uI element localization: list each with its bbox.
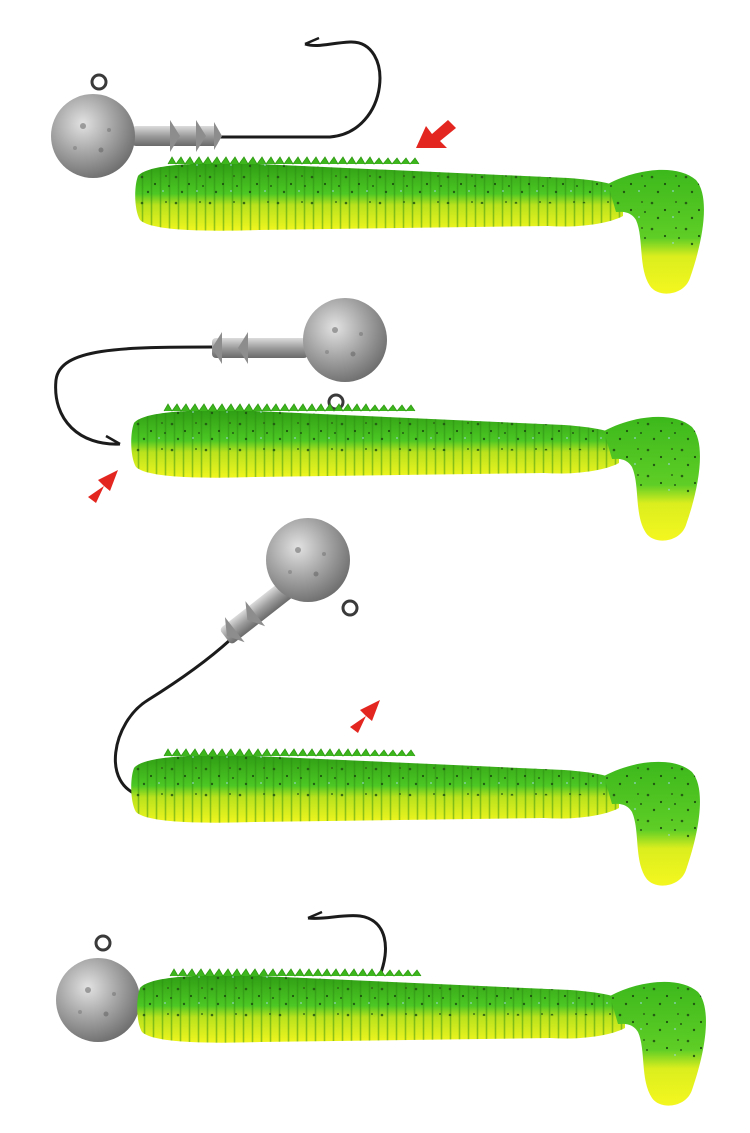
arrow-icon xyxy=(350,700,380,733)
line-eye xyxy=(341,599,359,617)
collar xyxy=(212,332,308,364)
swimbait xyxy=(134,156,706,295)
arrow-icon xyxy=(416,120,456,148)
hook xyxy=(54,345,216,446)
jig-head xyxy=(266,518,350,602)
jig-head xyxy=(56,958,140,1042)
arrow-icon xyxy=(88,470,118,503)
swimbait xyxy=(136,968,708,1107)
hook xyxy=(113,638,232,798)
hook xyxy=(212,40,382,139)
line-eye xyxy=(94,934,112,952)
swimbait xyxy=(130,748,702,887)
collar xyxy=(132,120,222,152)
swimbait xyxy=(130,403,702,542)
jig-head xyxy=(51,94,135,178)
step-4 xyxy=(56,910,708,1107)
step-3 xyxy=(113,518,702,887)
step-2 xyxy=(54,298,702,542)
line-eye xyxy=(90,73,108,91)
jig-head xyxy=(303,298,387,382)
step-1 xyxy=(51,36,706,295)
hook xyxy=(307,914,387,976)
